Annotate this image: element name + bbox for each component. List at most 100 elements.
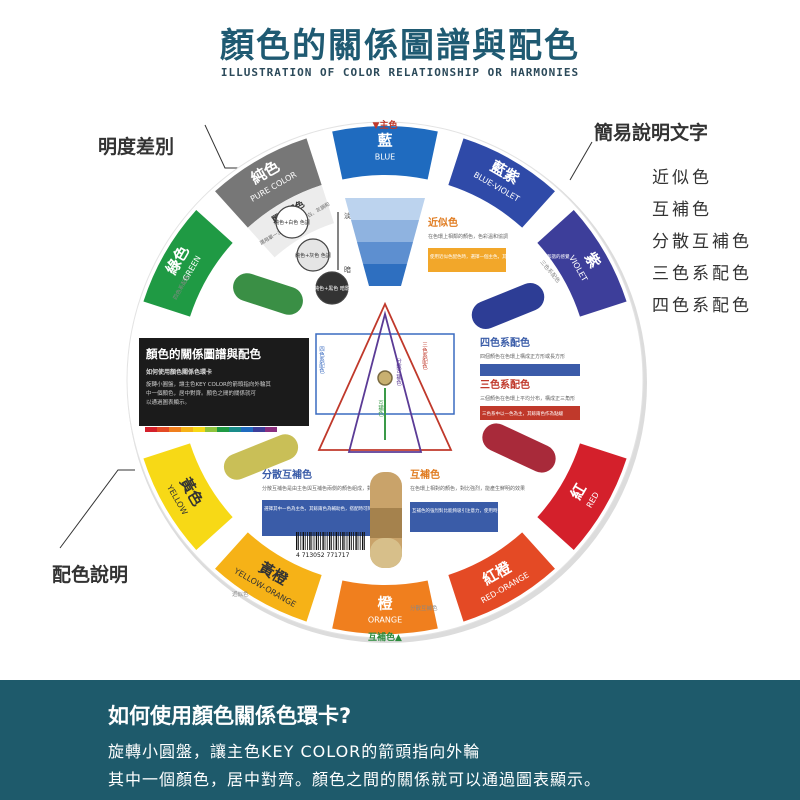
segment-red-orange	[448, 532, 555, 622]
analogous-title: 近似色	[428, 216, 458, 229]
tint-circle-1	[296, 238, 330, 272]
barcode-bar	[357, 532, 359, 550]
tint-side-light: 淡	[344, 212, 351, 220]
tint-label-2: 純色+黑色 暗影	[314, 285, 350, 292]
barcode-bar	[304, 532, 306, 550]
leader-matching	[59, 469, 135, 549]
barcode-bar	[326, 532, 328, 550]
segment-en-orange: ORANGE	[368, 616, 402, 625]
barcode-bar	[344, 532, 346, 550]
center-card-body-1: 中一個顏色，居中對齊。顏色之間的關係就可	[146, 389, 257, 397]
complementary-box-text: 互補色的強烈對比能夠吸引注意力，使用時要注意比例的平衡	[412, 507, 534, 514]
split-pill-left	[223, 434, 299, 480]
analogous-pill-left	[233, 273, 303, 315]
barcode-bar	[307, 532, 308, 550]
rainbow-strip-9	[253, 427, 265, 432]
barcode-bar	[362, 532, 364, 550]
analogous-text: 在色環上相鄰的顏色，色彩溫和協調	[428, 233, 508, 240]
small-label-split: 分散互補色	[410, 604, 438, 612]
rainbow-strip-0	[145, 427, 157, 432]
barcode-bar	[335, 532, 337, 550]
square-box	[480, 364, 580, 376]
triad-box-text: 三色系中以一色為主，其餘兩色作為點綴	[482, 410, 563, 417]
funnel-band-3	[363, 264, 407, 286]
leader-brightness	[204, 124, 240, 169]
list-item-split-complementary: 分散互補色	[652, 232, 752, 252]
color-wheel-card: 藍BLUE藍紫BLUE-VIOLET紫VIOLET紅RED紅橙RED-ORANG…	[59, 119, 647, 643]
barcode-bar	[351, 532, 352, 550]
split-title: 分散互補色	[262, 468, 312, 481]
barcode-bar	[355, 532, 357, 550]
segment-green	[143, 210, 233, 317]
page-title: 顏色的關係圖譜與配色	[220, 26, 580, 66]
barcode-bar	[333, 532, 335, 550]
main-color-marker: ▼主色	[373, 119, 398, 131]
tint-side-dark: 暗	[344, 265, 351, 274]
list-item-analogous: 近似色	[652, 168, 712, 188]
center-card-subtitle: 如何使用顏色關係色環卡	[146, 368, 212, 376]
split-box	[262, 500, 372, 536]
barcode-bar	[342, 532, 344, 550]
analogous-pill-right	[471, 283, 545, 329]
banner-heading: 如何使用顏色關係色環卡?	[108, 704, 352, 728]
square-text: 四個顏色在色環上構成正方形或長方形	[480, 353, 565, 360]
banner-line-2: 其中一個顏色，居中對齊。顏色之間的關係就可以通過圖表顯示。	[108, 770, 602, 789]
complementary-text: 在色環上相對的顏色，對比強烈，能產生鮮明的效果	[410, 485, 525, 492]
segment-red	[537, 443, 627, 550]
center-card	[139, 338, 309, 426]
segment-orange	[332, 580, 438, 634]
barcode-number: 4 713052 771717	[296, 552, 350, 559]
barcode-bar	[359, 532, 361, 550]
barcode-bar	[313, 532, 315, 550]
square-title: 四色系配色	[480, 336, 530, 349]
split-text: 分散互補色是由主色與互補色兩側的顏色組成，對比較強烈	[262, 485, 392, 492]
callout-brightness: 明度差別	[98, 136, 175, 158]
segment-zh-blue: 藍	[377, 132, 392, 150]
split-box-text: 選擇其中一色為主色，其餘兩色為輔助色，搭配時可降低彩度	[264, 505, 386, 512]
barcode-bar	[315, 532, 318, 550]
segment-pure-color	[215, 138, 322, 228]
barcode-bar	[337, 532, 339, 550]
complementary-title: 互補色	[410, 468, 440, 481]
segment-en-blue: BLUE	[375, 153, 395, 162]
barcode-bar	[298, 532, 299, 550]
split-triangle	[347, 310, 423, 453]
complement-pill-bottom	[370, 538, 402, 568]
funnel-band-2	[357, 242, 413, 264]
barcode-bar	[296, 532, 298, 550]
rainbow-strip-5	[205, 427, 217, 432]
rainbow-strip-8	[241, 427, 253, 432]
segment-yellow-orange	[215, 532, 322, 622]
rainbow-strip-3	[181, 427, 193, 432]
diagram-label-three: 三色系配色	[421, 342, 428, 370]
center-card-body-2: 以通過圖表顯示。	[146, 398, 190, 406]
segment-zh-orange: 橙	[377, 595, 393, 613]
small-label-analogous: 近似色	[232, 590, 249, 598]
triad-title: 三色系配色	[480, 378, 530, 391]
list-item-triad: 三色系配色	[652, 264, 752, 284]
banner-line-1: 旋轉小圓盤，讓主色KEY COLOR的箭頭指向外輪	[108, 742, 481, 761]
list-item-complementary: 互補色	[652, 200, 712, 220]
rainbow-strip-6	[217, 427, 229, 432]
segment-violet	[537, 210, 627, 317]
barcode-bar	[318, 532, 319, 550]
tint-label-1: 純色+灰色 色調	[295, 252, 331, 259]
split-pill-right	[482, 423, 556, 473]
diagram-label-four: 四色系配色	[318, 346, 325, 374]
barcode-bar	[340, 532, 341, 550]
analogous-box	[428, 248, 506, 272]
barcode-bar	[353, 532, 354, 550]
barcode-bar	[331, 532, 332, 550]
barcode-bar	[302, 532, 304, 550]
segment-label-orange: 橙 ORANGE	[368, 595, 402, 625]
funnel-band-0	[345, 198, 425, 220]
instruction-banner: 如何使用顏色關係色環卡? 旋轉小圓盤，讓主色KEY COLOR的箭頭指向外輪 其…	[0, 680, 800, 800]
leader-simple	[569, 141, 593, 181]
center-card-title: 顏色的關係圖譜與配色	[145, 347, 261, 361]
barcode-bar	[364, 532, 365, 550]
rainbow-strip-2	[169, 427, 181, 432]
triad-text: 三個顏色在色環上平均分布，構成正三角形	[480, 395, 575, 402]
complement-marker: 互補色▲	[368, 631, 402, 643]
barcode-bar	[348, 532, 351, 550]
barcode-bar	[322, 532, 324, 550]
